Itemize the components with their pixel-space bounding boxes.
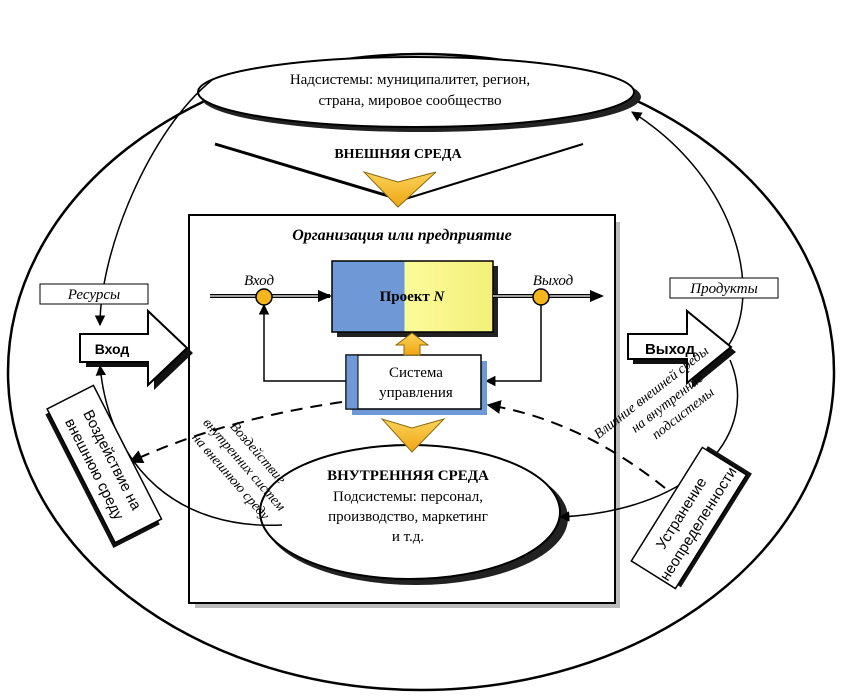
feedback-left-line xyxy=(258,303,346,382)
external-environment-label: ВНЕШНЯЯ СРЕДА xyxy=(334,147,462,162)
supersystems-ellipse xyxy=(197,56,635,128)
supersystems-line2: страна, мировое сообщество xyxy=(319,93,502,109)
output-node xyxy=(532,288,550,306)
uncertainty-label-group: Устранение неопределенности xyxy=(630,446,752,590)
control-line2: управления xyxy=(379,385,453,401)
internal-chevron-arrow xyxy=(380,418,446,453)
control-box-accent xyxy=(345,354,359,410)
input-big-arrow-label: Вход xyxy=(95,341,130,357)
internal-environment-line2: производство, маркетинг xyxy=(328,509,488,525)
internal-environment-line3: и т.д. xyxy=(392,529,424,545)
uncertainty-label-box xyxy=(630,446,748,590)
organization-title: Организация или предприятие xyxy=(292,227,512,244)
project-label: Проект N xyxy=(380,289,446,305)
output-arrowhead xyxy=(590,290,604,302)
supersystems-line1: Надсистемы: муниципалитет, регион, xyxy=(290,72,530,88)
impact-return-arc xyxy=(95,364,283,526)
internal-environment-title: ВНУТРЕННЯЯ СРЕДА xyxy=(327,468,489,484)
impact-label-group: Воздействие на внешнюю среду xyxy=(45,384,163,548)
input-arrowhead xyxy=(318,290,332,302)
products-label-box xyxy=(669,277,779,299)
resources-label: Ресурсы xyxy=(67,287,120,303)
products-label: Продукты xyxy=(689,281,758,297)
internal-environment-line1: Подсистемы: персонал, xyxy=(333,489,483,505)
output-big-arrow xyxy=(627,308,733,386)
funnel-left-line xyxy=(214,142,403,202)
external-chevron-arrow xyxy=(362,170,437,208)
input-big-arrow xyxy=(79,308,189,388)
feedback-right-line xyxy=(484,305,542,387)
resources-label-box xyxy=(39,283,149,305)
inner-input-label: Вход xyxy=(244,273,275,289)
products-flow-arc xyxy=(631,111,744,351)
external-influence-dashed-arc xyxy=(486,400,666,489)
impact-label-box xyxy=(46,384,163,544)
control-line1: Система xyxy=(389,365,443,381)
project-box xyxy=(331,260,494,333)
input-node xyxy=(255,288,273,306)
control-up-arrow xyxy=(394,332,430,356)
funnel-right-line xyxy=(401,143,584,201)
inner-output-label: Выход xyxy=(533,273,574,289)
output-big-arrow-label: Выход xyxy=(645,341,696,358)
internal-impact-dashed-arc xyxy=(128,401,343,464)
outer-environment-ellipse xyxy=(6,52,836,692)
